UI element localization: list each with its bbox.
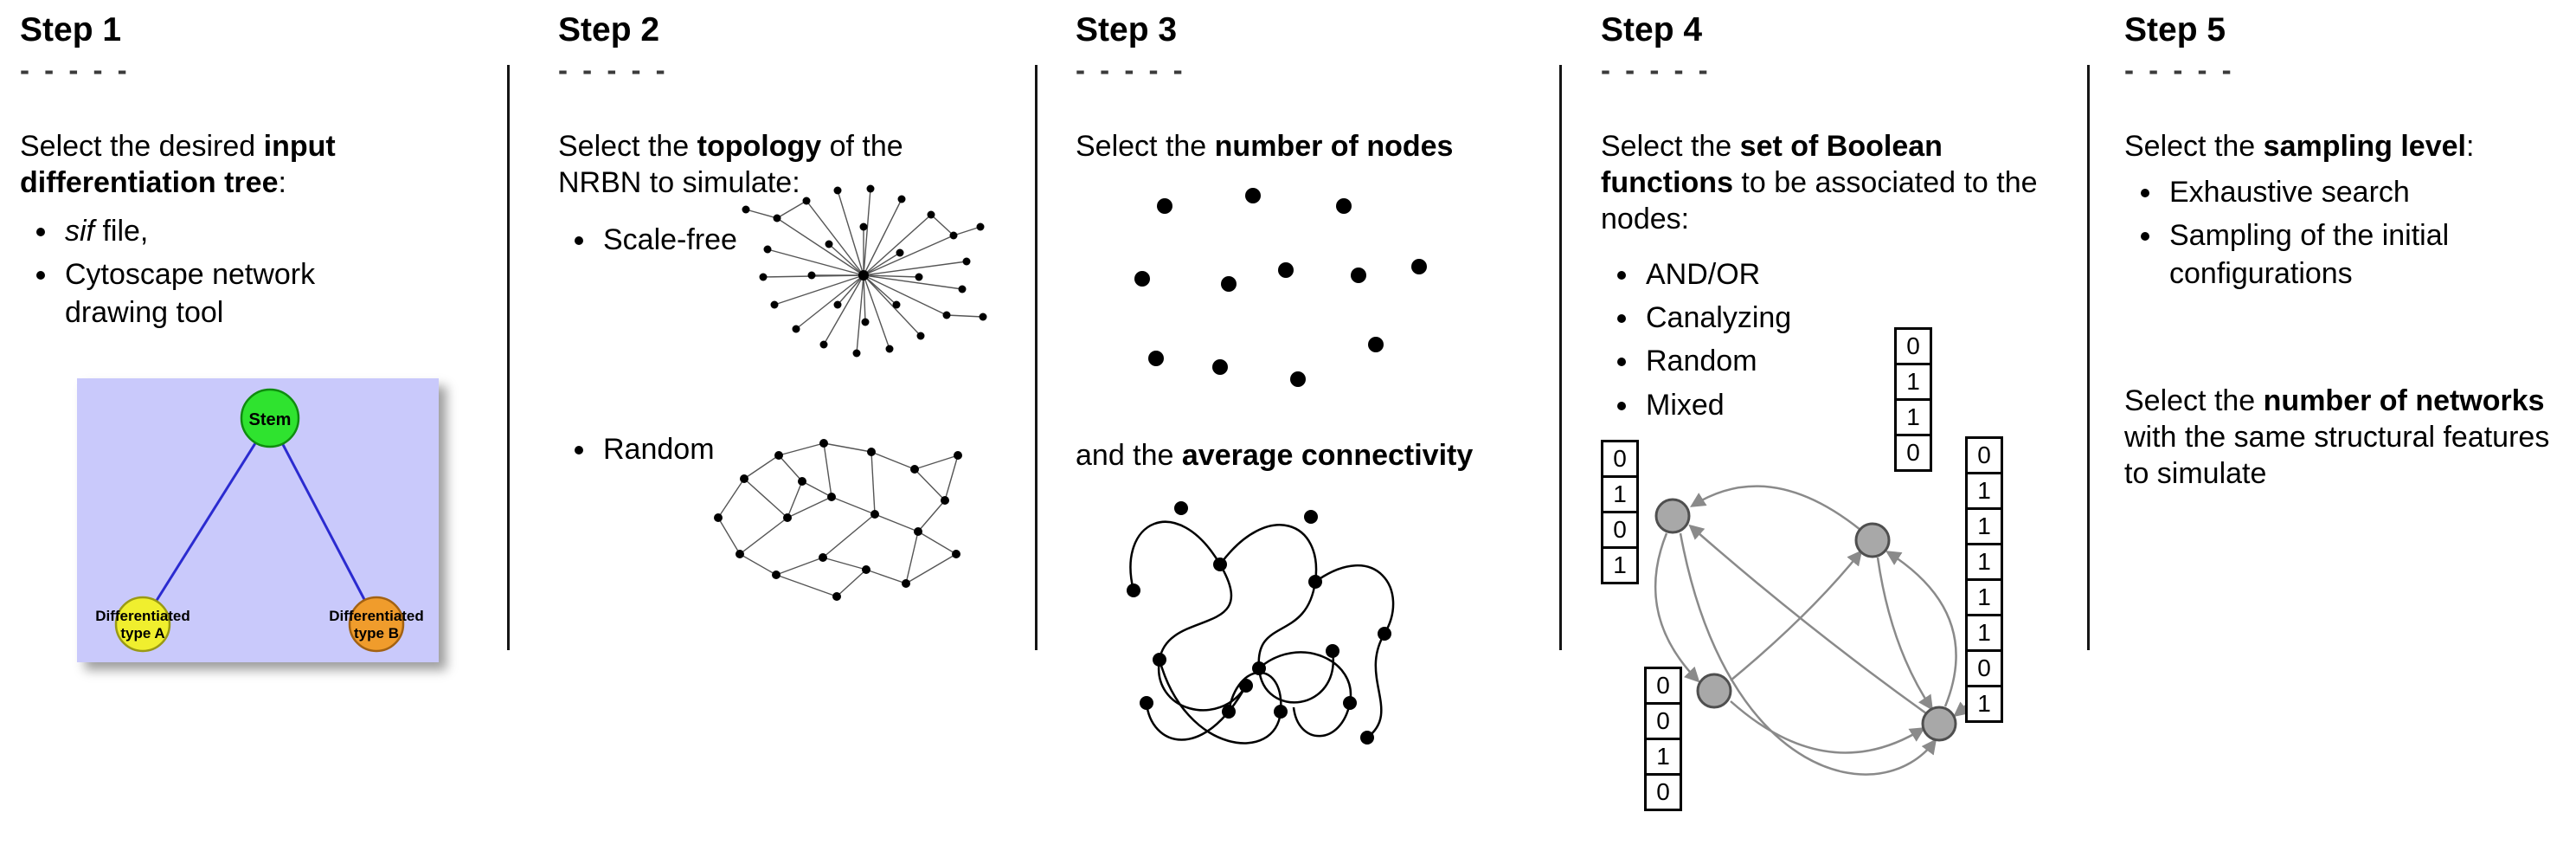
- type-a-label-line2: type A: [120, 625, 164, 641]
- truth-table-bottom-left: 0 0 1 0: [1644, 667, 1682, 811]
- truth-table-cell: 0: [1601, 440, 1639, 478]
- network-edges: [717, 442, 959, 597]
- column-divider-4: [2087, 65, 2090, 650]
- step2-dashes: - - - - -: [558, 54, 669, 86]
- bullet-cytoscape: Cytoscape network drawing tool: [60, 255, 349, 332]
- scale-free-network-image: [742, 184, 987, 358]
- truth-table-top: 0 1 1 0: [1894, 327, 1932, 472]
- step4-bullet-list: AND/OR Canalyzing Random Mixed: [1601, 255, 1886, 429]
- step4-intro: Select the set of Boolean functions to b…: [1601, 130, 2038, 236]
- column-divider-1: [507, 65, 510, 650]
- truth-table-left: 0 1 0 1: [1601, 440, 1639, 584]
- step2-column: Step 2 - - - - - Select the topology of …: [558, 0, 1021, 851]
- type-b-label-line1: Differentiated: [329, 608, 424, 624]
- random-network-image: [714, 439, 962, 601]
- step4-column: Step 4 - - - - - Select the set of Boole…: [1601, 0, 2087, 851]
- column-divider-2: [1035, 65, 1037, 650]
- bullet-sif-file: sif file,: [60, 212, 349, 250]
- differentiation-tree-svg: Stem Differentiated type A Differentiate…: [77, 378, 439, 662]
- boolean-node-4: [1921, 706, 1957, 742]
- truth-table-cell: 1: [1965, 614, 2003, 652]
- edge-stem-typeA: [141, 419, 272, 623]
- bullet-mixed: Mixed: [1641, 386, 1886, 424]
- step1-title: Step 1: [20, 11, 122, 48]
- boolean-node-3: [1696, 673, 1732, 709]
- step5-networks-text: Select the number of networks with the s…: [2124, 384, 2550, 491]
- boolean-network-svg: [1654, 485, 1990, 776]
- truth-table-cell: 1: [1965, 507, 2003, 545]
- bullet-canalyzing: Canalyzing: [1641, 299, 1886, 337]
- step5-column: Step 5 - - - - - Select the sampling lev…: [2124, 0, 2573, 851]
- truth-table-right: 0 1 1 1 1 1 0 1: [1965, 436, 2003, 723]
- step1-dashes: - - - - -: [20, 54, 131, 86]
- connectivity-edges: [1129, 520, 1395, 745]
- truth-table-cell: 0: [1894, 327, 1932, 365]
- network-edges: [745, 188, 984, 354]
- bullet-exhaustive-search: Exhaustive search: [2164, 173, 2540, 211]
- average-connectivity-image: [1127, 501, 1395, 745]
- truth-table-cell: 0: [1965, 436, 2003, 474]
- bullet-random-function: Random: [1641, 342, 1886, 380]
- boolean-nodes: [1654, 498, 1957, 742]
- edge-stem-typeB: [268, 419, 378, 623]
- truth-table-cell: 0: [1965, 649, 2003, 687]
- step3-connectivity-text: and the average connectivity: [1076, 439, 1474, 472]
- step3-intro: Select the number of nodes: [1076, 130, 1454, 163]
- step5-bullet-list: Exhaustive search Sampling of the initia…: [2124, 173, 2540, 299]
- truth-table-cell: 1: [1965, 578, 2003, 616]
- step1-intro: Select the desired input differentiation…: [20, 130, 336, 200]
- stem-node: [240, 388, 300, 448]
- bullet-and-or: AND/OR: [1641, 255, 1886, 293]
- step2-title: Step 2: [558, 11, 660, 48]
- truth-table-cell: 1: [1894, 398, 1932, 436]
- type-a-label-line1: Differentiated: [95, 608, 190, 624]
- truth-table-cell: 1: [1894, 363, 1932, 401]
- column-divider-3: [1559, 65, 1562, 650]
- dot-nodes: [1134, 188, 1427, 387]
- truth-table-cell: 1: [1965, 543, 2003, 581]
- bullet-scale-free: Scale-free: [598, 221, 818, 259]
- step4-dashes: - - - - -: [1601, 54, 1712, 86]
- tree-edges: [141, 419, 378, 623]
- network-nodes: [742, 184, 987, 358]
- step3-dashes: - - - - -: [1076, 54, 1186, 86]
- truth-table-cell: 1: [1601, 546, 1639, 584]
- step4-title: Step 4: [1601, 11, 1703, 48]
- truth-table-cell: 0: [1644, 667, 1682, 705]
- type-b-label-line2: type B: [354, 625, 399, 641]
- step3-column: Step 3 - - - - - Select the number of no…: [1076, 0, 1550, 851]
- step2-scale-free-bullet-list: Scale-free: [558, 221, 818, 264]
- truth-table-cell: 0: [1894, 434, 1932, 472]
- truth-table-cell: 0: [1601, 511, 1639, 549]
- truth-table-cell: 0: [1644, 773, 1682, 811]
- network-nodes: [714, 439, 962, 601]
- truth-table-cell: 0: [1644, 702, 1682, 740]
- step5-intro: Select the sampling level:: [2124, 130, 2475, 163]
- boolean-node-2: [1854, 522, 1891, 558]
- step2-random-bullet-list: Random: [558, 430, 818, 474]
- type-b-node: [348, 596, 405, 653]
- nodes-dots-image: [1134, 188, 1427, 387]
- step5-dashes: - - - - -: [2124, 54, 2235, 86]
- differentiation-tree-image: Stem Differentiated type A Differentiate…: [77, 378, 439, 662]
- connectivity-nodes: [1127, 501, 1391, 745]
- type-a-node: [114, 596, 171, 653]
- step1-bullet-list: sif file, Cytoscape network drawing tool: [20, 212, 349, 338]
- boolean-node-1: [1654, 498, 1691, 534]
- truth-table-cell: 1: [1601, 475, 1639, 513]
- truth-table-cell: 1: [1965, 685, 2003, 723]
- bullet-random: Random: [598, 430, 818, 468]
- step2-intro: Select the topology of the NRBN to simul…: [558, 130, 903, 200]
- step1-column: Step 1 - - - - - Select the desired inpu…: [20, 0, 496, 851]
- truth-table-cell: 1: [1644, 738, 1682, 776]
- step5-title: Step 5: [2124, 11, 2226, 48]
- stem-label: Stem: [249, 410, 292, 429]
- bullet-sampling-configurations: Sampling of the initial configurations: [2164, 216, 2540, 293]
- boolean-network-diagram: 0 1 1 0 0 1 0 1 0 0 1 0 0 1 1 1: [1601, 327, 2087, 847]
- truth-table-cell: 1: [1965, 472, 2003, 510]
- step3-title: Step 3: [1076, 11, 1178, 48]
